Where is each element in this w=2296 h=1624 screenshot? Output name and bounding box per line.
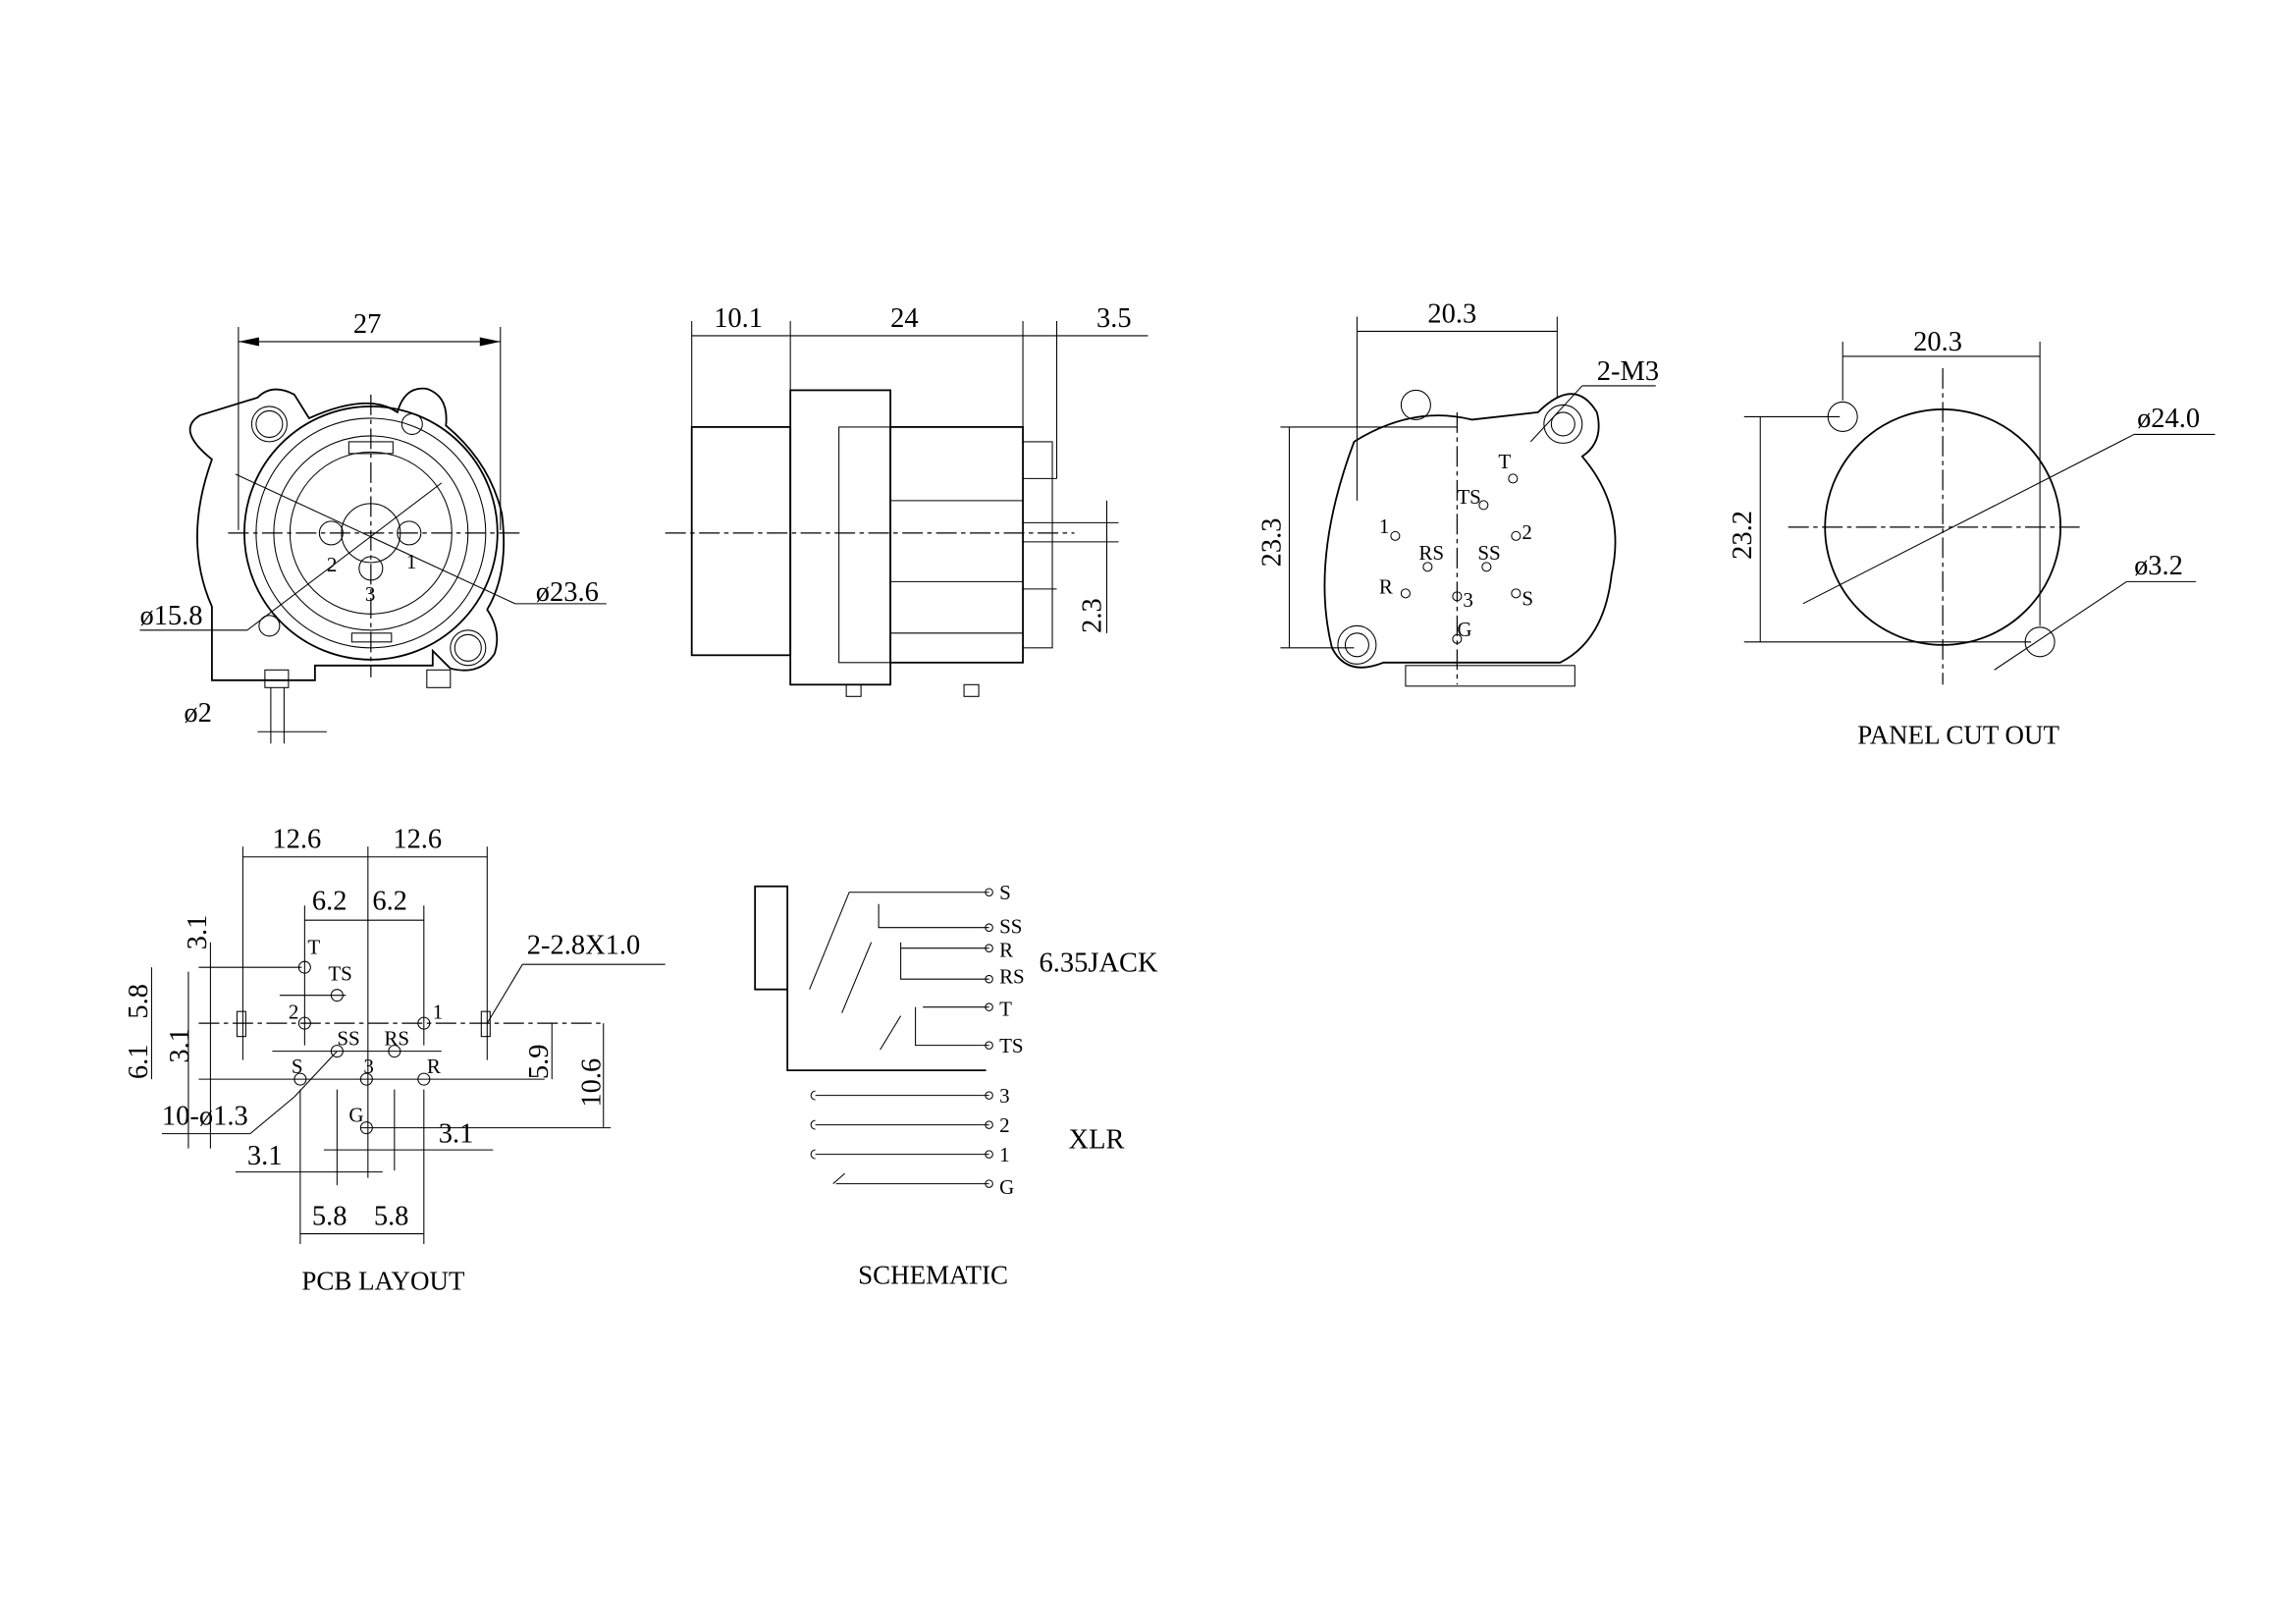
rear-pin-1: 1 (1379, 514, 1390, 538)
dim-outer-dia: ø23.6 (536, 577, 599, 608)
pcb-holes (294, 960, 431, 1135)
dim-inner-dia: ø15.8 (139, 601, 202, 631)
rear-pin-rs: RS (1418, 541, 1444, 565)
jack-label: 6.35JACK (1040, 948, 1158, 979)
dim-front-depth: 10.1 (714, 303, 763, 334)
dim-cutout-dia: ø24.0 (2137, 404, 2200, 434)
pcb-dim-v-c: 3.1 (165, 1028, 195, 1063)
pcb-pin-2: 2 (289, 1001, 299, 1024)
pcb-pin-s: S (292, 1055, 303, 1078)
pcb-dim-top-right: 12.6 (393, 825, 442, 855)
pin-3-label: 3 (365, 582, 376, 606)
pcb-dim-bot-a: 5.8 (312, 1202, 347, 1232)
schematic-title: SCHEMATIC (858, 1261, 1008, 1290)
dim-cutout-width: 20.3 (1913, 327, 1962, 357)
rear-pin-s: S (1522, 586, 1533, 610)
pcb-layout-title: PCB LAYOUT (301, 1267, 465, 1296)
screw-label: 2-M3 (1597, 356, 1659, 387)
pcb-pin-ts: TS (328, 962, 352, 986)
xlr-label: XLR (1069, 1125, 1125, 1156)
xlr-term-2: 2 (999, 1113, 1009, 1137)
panel-cutout-title: PANEL CUT OUT (1857, 720, 2059, 749)
pcb-pin-g: G (348, 1104, 363, 1127)
front-view: 27 1 2 3 ø23.6 ø15.8 ø2 (139, 309, 607, 744)
pcb-dim-mid-right: 6.2 (372, 887, 407, 917)
pcb-dim-v-b: 5.8 (124, 984, 154, 1019)
dim-width: 27 (353, 309, 381, 340)
pcb-dim-v-d: 6.1 (124, 1045, 154, 1080)
xlr-term-3: 3 (999, 1084, 1009, 1108)
pin-2-label: 2 (327, 553, 338, 576)
jack-term-r: R (999, 939, 1013, 962)
pcb-pin-3: 3 (363, 1055, 374, 1078)
jack-terminals (985, 888, 993, 1050)
pcb-dim-top-left: 12.6 (272, 825, 321, 855)
dim-rear-height: 23.3 (1256, 518, 1287, 568)
pcb-dim-v-a: 3.1 (183, 915, 213, 950)
jack-term-rs: RS (999, 965, 1025, 989)
jack-term-s: S (999, 881, 1011, 904)
dim-hole-dia: ø3.2 (2134, 551, 2183, 581)
dim-pin-spacing: 2.3 (1078, 598, 1108, 633)
pcb-dim-bot-left: 3.1 (247, 1141, 283, 1171)
jack-term-ts: TS (999, 1034, 1023, 1057)
dim-rear-width: 20.3 (1427, 298, 1476, 329)
rear-pin-3: 3 (1463, 588, 1473, 612)
pcb-slot-spec: 2-2.8X1.0 (527, 931, 640, 961)
pcb-dim-bot-b: 5.8 (374, 1202, 409, 1232)
panel-cutout-view: 20.3 23.2 ø24.0 ø3.2 PANEL CUT OUT (1728, 327, 2216, 749)
pcb-hole-spec: 10-ø1.3 (162, 1102, 248, 1132)
rear-pin-g: G (1457, 618, 1471, 641)
rear-pin-t: T (1498, 450, 1511, 473)
rear-pin-ts: TS (1457, 485, 1481, 509)
dim-pin-dia: ø2 (184, 698, 211, 729)
rear-pin-ss: SS (1477, 541, 1500, 565)
dim-pin-length: 3.5 (1096, 303, 1132, 334)
side-view: 10.1 24 3.5 2.3 (665, 303, 1148, 697)
xlr-terminals (985, 1091, 993, 1188)
rear-pin-r: R (1379, 574, 1393, 598)
schematic-view: S SS R RS T TS 6.35JACK 3 2 1 G XLR SCHE… (754, 881, 1158, 1290)
pcb-pin-rs: RS (384, 1027, 409, 1051)
xlr-term-1: 1 (999, 1143, 1009, 1166)
pcb-dim-bot-right: 3.1 (439, 1119, 474, 1150)
dim-body-depth: 24 (890, 303, 918, 334)
pcb-dim-right-a: 5.9 (524, 1045, 555, 1080)
pin-1-label: 1 (406, 550, 416, 573)
jack-term-ss: SS (999, 915, 1022, 939)
dim-cutout-height: 23.2 (1728, 511, 1758, 560)
rear-view: 20.3 2-M3 23.3 T TS 1 2 RS SS R 3 S G (1256, 298, 1659, 687)
pcb-dim-right-b: 10.6 (577, 1058, 608, 1108)
pcb-pin-r: R (427, 1055, 441, 1078)
rear-pin-2: 2 (1522, 520, 1532, 544)
xlr-term-g: G (999, 1175, 1014, 1199)
pcb-pin-t: T (307, 936, 320, 959)
jack-term-t: T (999, 998, 1012, 1021)
pcb-layout-view: 12.6 12.6 6.2 6.2 3.1 5.8 3.1 6.1 5.9 10… (124, 825, 666, 1296)
pcb-pin-1: 1 (433, 1001, 444, 1024)
pcb-pin-ss: SS (337, 1027, 359, 1051)
pcb-dim-mid-left: 6.2 (312, 887, 347, 917)
